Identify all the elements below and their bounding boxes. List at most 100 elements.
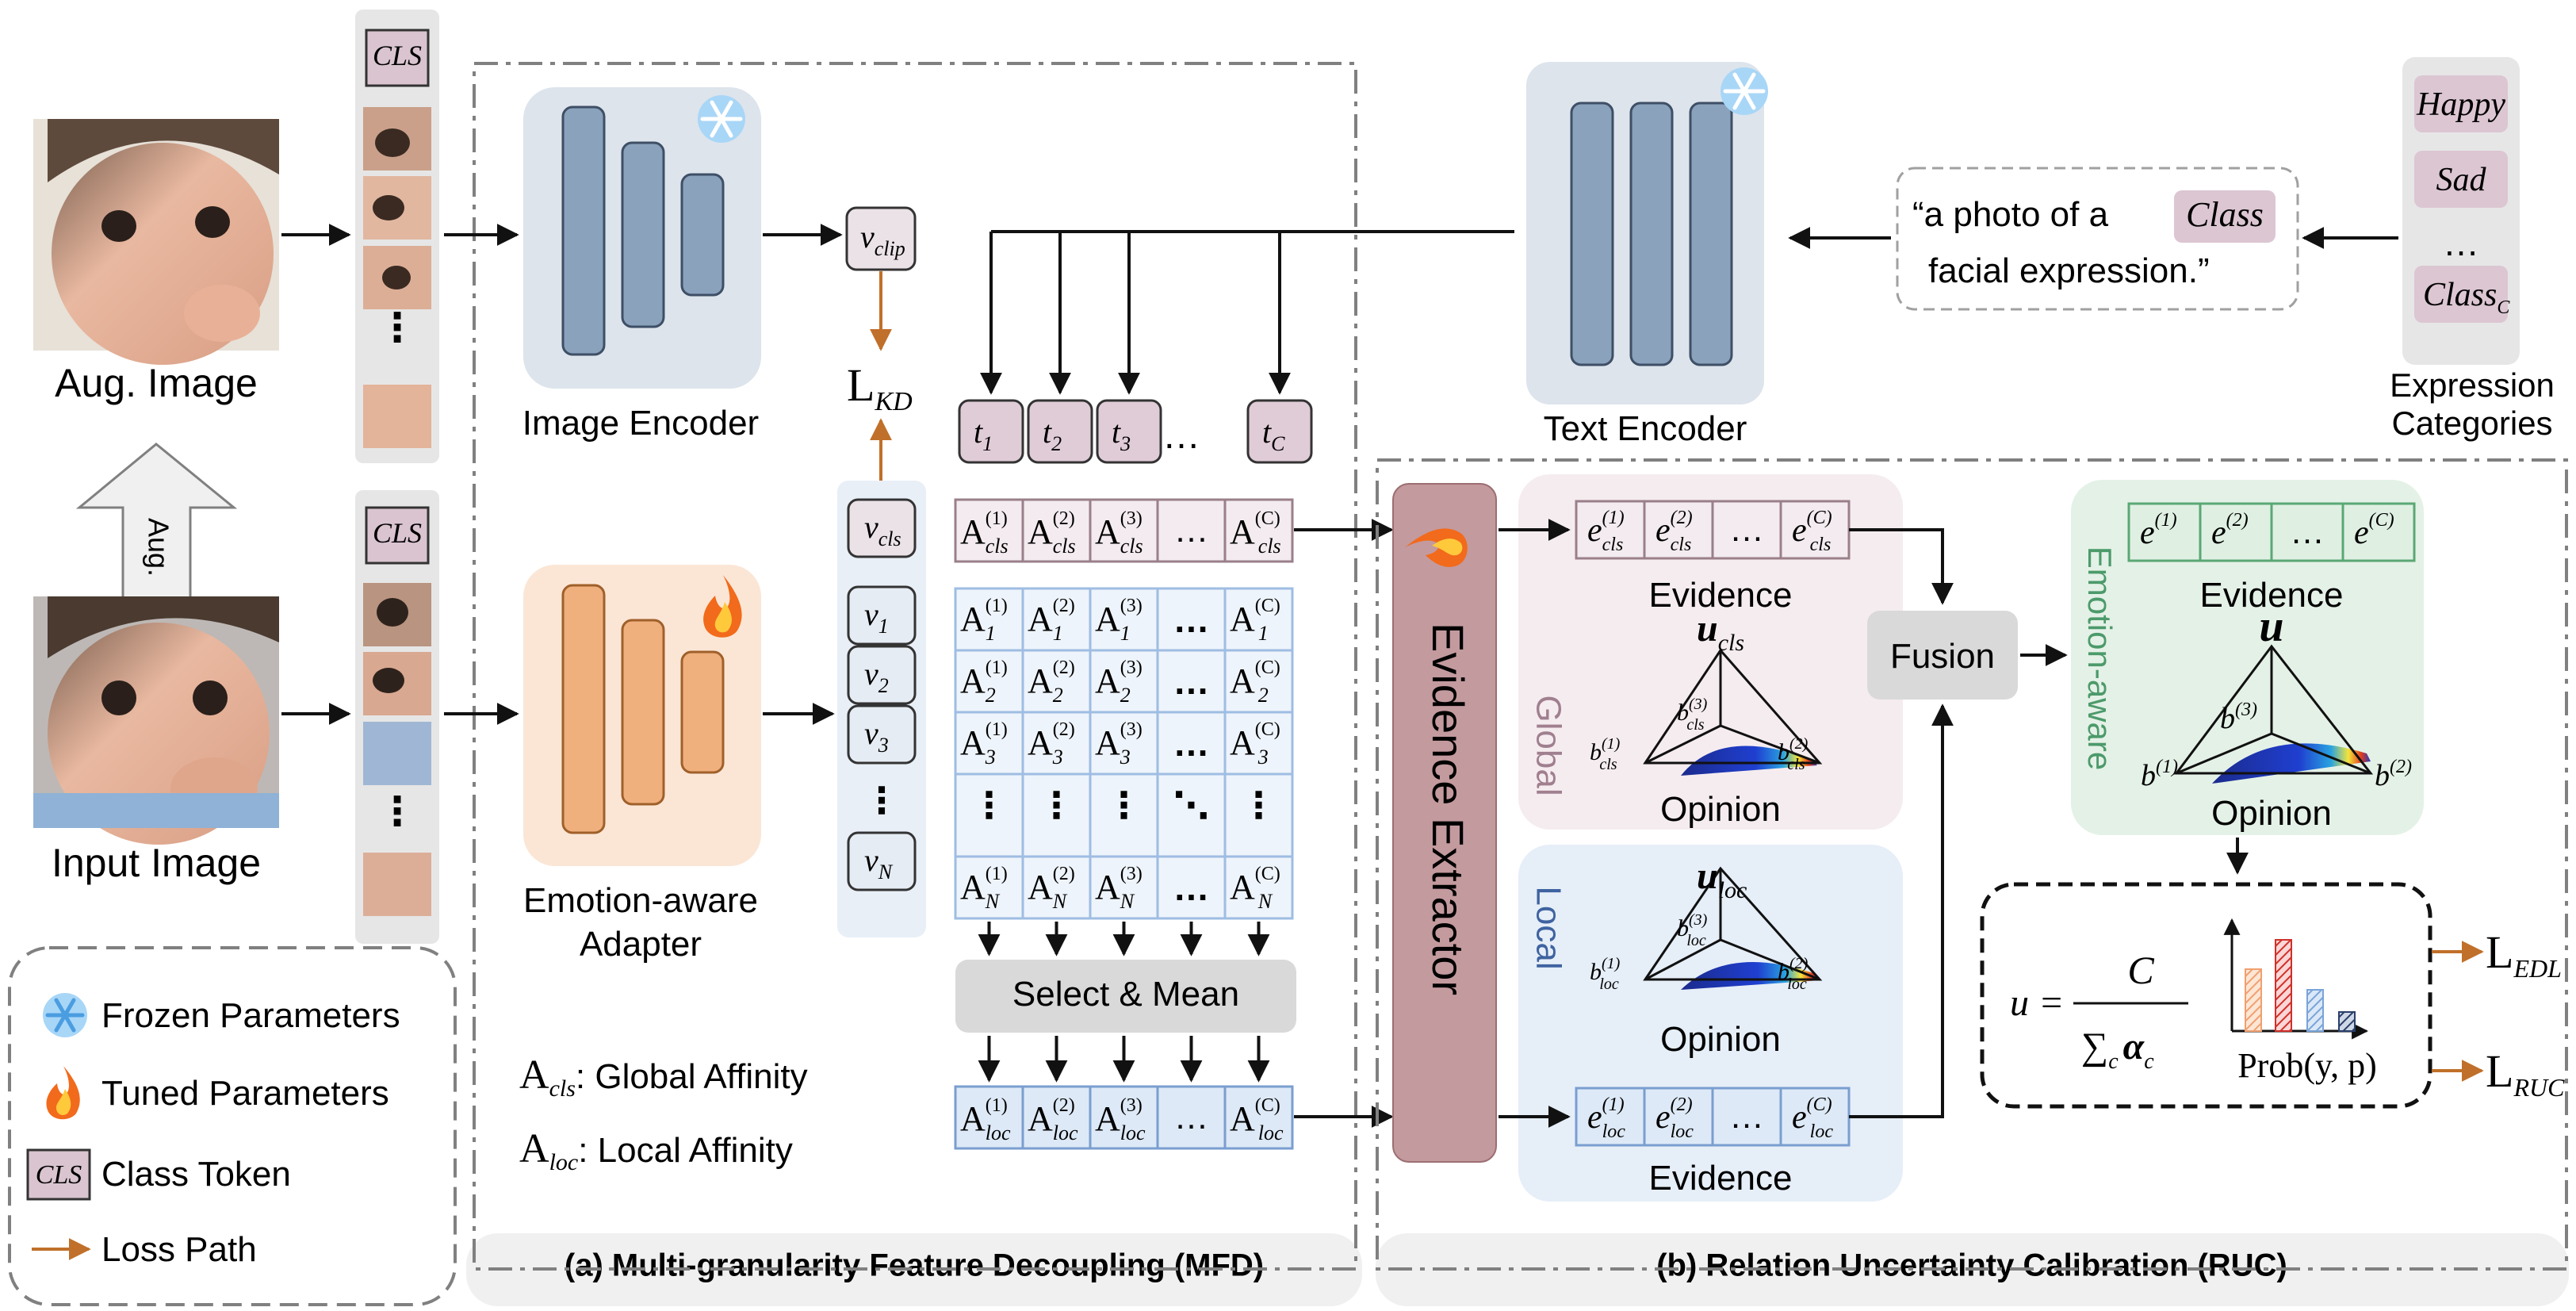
matrix-cell: A(C)3	[1230, 719, 1280, 769]
prompt-line1: “a photo of a	[1912, 195, 2109, 234]
matrix-cell: A(1)N	[960, 864, 1008, 913]
fused-b3: b(3)	[2220, 700, 2257, 735]
text-drop-arrows	[980, 232, 1291, 395]
select-mean-label: Select & Mean	[1012, 975, 1239, 1014]
fused-evidence-row: e(1)e(2)…e(C)	[2127, 502, 2416, 562]
global-evidence-cell: e(2)cls	[1655, 508, 1693, 555]
formula-u: u =	[2010, 982, 2064, 1024]
matrix-cell: A(1)3	[960, 719, 1008, 769]
v-clip-token	[845, 206, 917, 271]
aug-image	[33, 119, 279, 365]
matrix-cell: A(3)1	[1095, 596, 1143, 645]
global-opinion-label: Opinion	[1660, 790, 1781, 829]
t-token	[958, 399, 1024, 464]
fused-evidence-label: Evidence	[2199, 576, 2343, 615]
category-label: Sad	[2436, 162, 2487, 198]
aug-patches	[363, 107, 431, 448]
legend-tuned: Tuned Parameters	[101, 1074, 389, 1113]
global-evidence-cell: e(1)cls	[1587, 508, 1625, 555]
image-encoder-layer-3	[680, 173, 725, 297]
legend-snowflake-icon	[43, 993, 87, 1037]
local-evidence-label: Evidence	[1648, 1159, 1792, 1198]
global-label: Global	[1529, 695, 1567, 795]
local-opinion-label: Opinion	[1660, 1020, 1781, 1059]
matrix-cell: A(3)2	[1095, 657, 1143, 707]
matrix-cell: A(2)2	[1028, 657, 1075, 707]
prompt-class-slot	[2174, 190, 2276, 243]
select-mean-arrows	[978, 922, 1270, 1083]
aug-image-label: Aug. Image	[55, 361, 258, 405]
a-loc-cell: A(C)loc	[1230, 1095, 1284, 1144]
v-token	[847, 704, 917, 765]
prompt-line2: facial expression.”	[1928, 251, 2210, 290]
ruc-caption: (b) Relation Uncertainty Calibration (RU…	[1656, 1248, 2287, 1283]
t-token-label: t2	[1043, 414, 1062, 455]
v-token	[847, 831, 917, 891]
flame-icon	[703, 575, 742, 638]
category-chip	[2414, 151, 2508, 208]
adapter-label-line2: Adapter	[580, 925, 702, 964]
matrix-ellipsis: ⋮	[1106, 784, 1143, 826]
mfd-bottom-panel	[466, 1233, 1362, 1306]
local-label: Local	[1529, 886, 1567, 969]
text-encoder-layer-2	[1629, 102, 1674, 366]
adapter-layer-3	[680, 650, 725, 774]
a-cls-cell: A(C)cls	[1230, 508, 1281, 558]
legend-class-token: Class Token	[101, 1155, 291, 1194]
aug-arrow-label: Aug.	[142, 518, 174, 577]
a-cls-ellipsis: …	[1174, 511, 1209, 550]
fused-opinion-simplex	[2174, 644, 2374, 784]
local-evidence-cell: e(C)loc	[1792, 1094, 1833, 1142]
affinity-matrix-frame	[954, 587, 1294, 920]
v-token-label: v3	[864, 715, 889, 757]
adapter-label-line1: Emotion-aware	[523, 881, 758, 920]
line-global-to-fusion	[1849, 528, 1954, 605]
legend-cls-box-text: CLS	[36, 1160, 82, 1190]
matrix-cell: A(C)2	[1230, 657, 1280, 707]
evidence-extractor-label: Evidence Extractor	[1423, 623, 1473, 995]
category-label-last: ClassC	[2423, 277, 2510, 318]
loss-box	[1980, 882, 2432, 1109]
prompt-class-text: Class	[2186, 195, 2264, 234]
fusion-box	[1867, 611, 2018, 700]
a-loc-frame	[954, 1085, 1294, 1150]
local-u: uloc	[1697, 855, 1747, 903]
aug-patch-ellipsis: ⋮	[377, 305, 417, 350]
mfd-caption: (a) Multi-granularity Feature Decoupling…	[565, 1248, 1264, 1283]
global-u: ucls	[1697, 608, 1744, 656]
a-cls-frame	[954, 498, 1294, 563]
categories-label-line2: Categories	[2391, 404, 2552, 442]
v-token-ellipsis: ⋮	[863, 780, 900, 821]
kd-loss: LKD	[847, 359, 913, 416]
matrix-ellipsis: …	[1173, 599, 1210, 640]
matrix-ellipsis: …	[1173, 723, 1210, 764]
global-evidence-cell: e(C)cls	[1792, 508, 1832, 555]
select-mean-box	[955, 960, 1296, 1033]
extractor-flame-icon	[1405, 528, 1468, 567]
t-token	[1027, 399, 1093, 464]
matrix-ellipsis: ⋱	[1173, 784, 1210, 826]
matrix-cell: A(C)1	[1230, 596, 1280, 645]
matrix-cell: A(1)2	[960, 657, 1008, 707]
global-panel	[1518, 474, 1903, 830]
global-evidence-label: Evidence	[1648, 576, 1792, 615]
text-encoder-label: Text Encoder	[1544, 409, 1747, 448]
fused-opinion-label: Opinion	[2211, 794, 2332, 833]
fused-u: u	[2259, 602, 2283, 651]
edl-loss: LEDL	[2486, 926, 2562, 983]
a-cls-cell: A(1)cls	[960, 508, 1009, 558]
text-encoder-snowflake-icon	[1721, 67, 1768, 115]
matrix-cell: A(3)3	[1095, 719, 1143, 769]
text-encoder-layer-1	[1570, 102, 1614, 366]
aug-cls-token	[365, 29, 430, 87]
input-patch-ellipsis: ⋮	[377, 789, 417, 834]
global-opinion-simplex	[1643, 648, 1823, 776]
a-cls-cell: A(2)cls	[1028, 508, 1076, 558]
image-encoder-layer-1	[561, 105, 606, 356]
